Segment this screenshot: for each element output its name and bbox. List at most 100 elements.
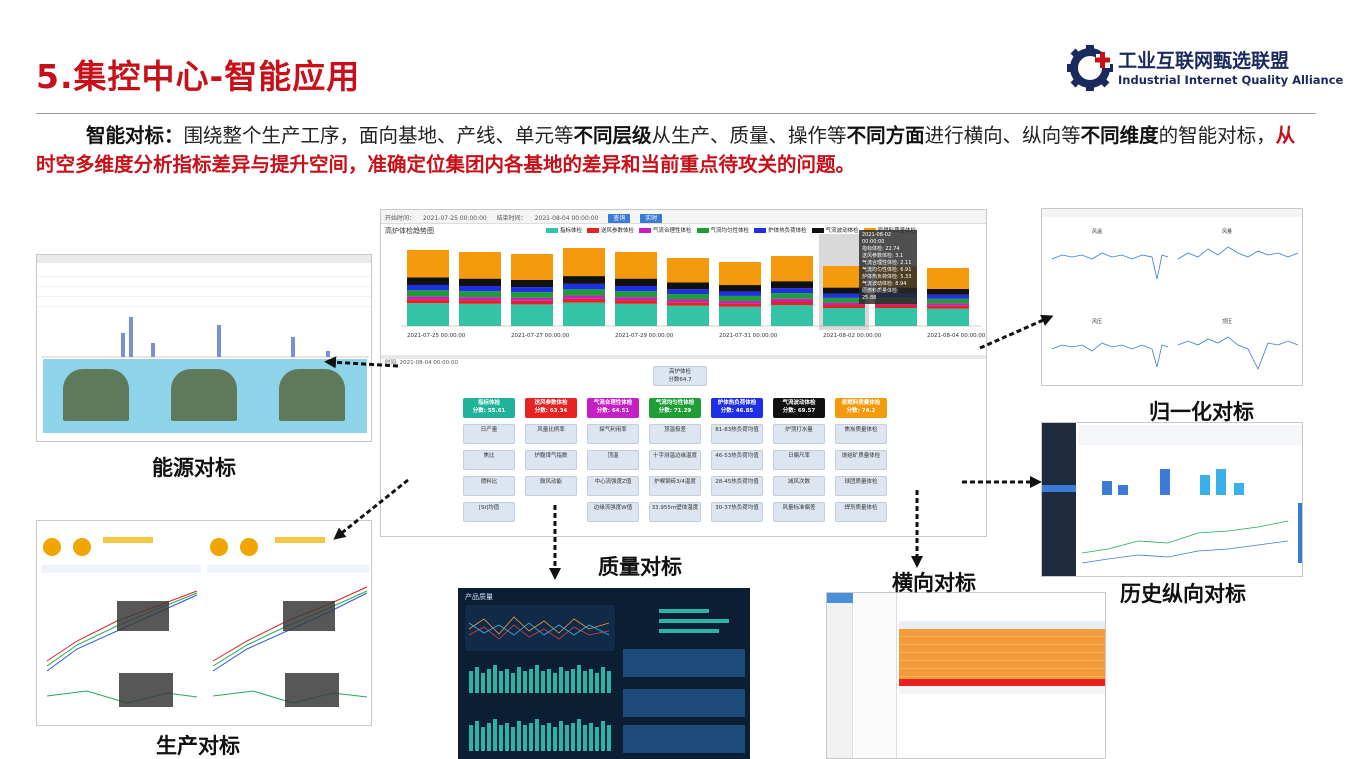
check-node[interactable]: 风量标准偏差 [773,502,825,522]
check-node[interactable]: 探气利用率 [587,424,639,444]
check-node[interactable]: 30-37热负荷均值 [711,502,763,522]
check-node[interactable]: 33.955m壁体温度 [649,502,701,522]
legend-item[interactable]: 送风参数体检 [587,228,634,234]
caption-horizontal: 横向对标 [892,571,976,595]
check-head-4[interactable]: 炉体热负荷体检分数: 46.85 [711,398,763,418]
check-node[interactable]: 鼓风动能 [525,476,577,496]
stacked-bar-segment [823,287,865,294]
stacked-bar-segment [459,291,501,298]
normalize-line-charts: 风温 风量 风压 顶压 [1051,228,1299,370]
end-time-input[interactable]: 2021-08-04 00:00:00 [534,215,599,222]
stacked-bar-segment [823,266,865,288]
stacked-bar-segment [459,297,501,301]
check-node[interactable]: 焦比 [463,450,515,470]
check-head-1[interactable]: 送风参数体检分数: 63.34 [525,398,577,418]
table-row-red [899,679,1105,686]
check-node[interactable]: 顶温极差 [649,424,701,444]
x-tick-label: 2021-07-27 00:00:00 [511,333,570,339]
tooltip-item: 炉体热负荷体检: 5.33 [862,274,912,280]
history-benchmark-screenshot [1041,422,1303,577]
stacked-bar-segment [771,281,813,289]
filter-bar: 开始时间：2021-07-25 00:00:00 结束时间：2021-08-04… [381,210,986,224]
check-node[interactable]: 炉腹煤气指数 [525,450,577,470]
check-node[interactable]: 风量比例率 [525,424,577,444]
root-node[interactable]: 高炉体检分数64.7 [653,366,707,386]
x-tick-label: 2021-07-25 00:00:00 [407,333,466,339]
caption-normalize: 归一化对标 [1149,400,1254,424]
stacked-bar-segment [719,285,761,292]
check-node[interactable]: 81-83热负荷均值 [711,424,763,444]
start-time-input[interactable]: 2021-07-25 00:00:00 [423,215,487,222]
stacked-bar-segment [719,295,761,302]
furnace-2-icon [171,369,237,421]
production-chart [41,537,369,707]
stacked-bar-segment [927,288,969,295]
check-node[interactable]: 焦炭质量体检 [835,424,887,444]
stacked-bar-segment [823,302,865,305]
stacked-bar-segment [771,256,813,282]
stacked-bar-segment [615,291,657,298]
check-node[interactable]: 燃料比 [463,476,515,496]
stacked-bar-segment [719,306,761,326]
check-node[interactable]: 顶温 [587,450,639,470]
stacked-bar-segment [875,305,917,308]
check-node[interactable]: 中心流强度Z值 [587,476,639,496]
stacked-bar-segment [511,292,553,298]
check-node[interactable]: 炉顶打水量 [773,424,825,444]
check-head-6[interactable]: 原燃料质量体检分数: 74.2 [835,398,887,418]
table-rows-orange [899,629,1105,679]
quality-title: 产品质量 [465,593,493,601]
check-head-0[interactable]: 指标体检分数: 55.61 [463,398,515,418]
query-button[interactable]: 查询 [608,214,631,223]
check-node[interactable]: 日产量 [463,424,515,444]
check-head-2[interactable]: 气流合理性体检分数: 64.51 [587,398,639,418]
check-head-5[interactable]: 气流波动体检分数: 69.57 [773,398,825,418]
stacked-bar-segment [511,300,553,305]
check-node[interactable]: 减风次数 [773,476,825,496]
legend-item[interactable]: 指标体检 [546,228,582,234]
check-node[interactable]: 46-53热负荷均值 [711,450,763,470]
stacked-bar-segment [563,302,605,326]
stacked-bar-segment [615,252,657,279]
stacked-bar-segment [823,293,865,298]
svg-text:顶压: 顶压 [1222,319,1232,325]
check-node[interactable]: 烧结矿质量体检 [835,450,887,470]
stacked-bar-segment [667,258,709,283]
stacked-bar-segment [407,284,449,291]
normalize-toolbar [1042,209,1302,217]
history-charts [1078,425,1302,564]
stacked-bar-segment [459,286,501,292]
check-node[interactable]: [Si]均值 [463,502,515,522]
check-node[interactable]: 焊剂质量体检 [835,502,887,522]
legend-item[interactable]: 炉体热负荷体检 [754,228,807,234]
furnace-1-icon [63,369,129,421]
check-node[interactable]: 球团质量体检 [835,476,887,496]
stacked-bar-segment [563,283,605,290]
dark-sidebar [1042,423,1076,576]
legend-item[interactable]: 气流合理性体检 [639,228,692,234]
check-node[interactable]: 28-45热负荷均值 [711,476,763,496]
tooltip-time: 2021-08-02 00:00:00 [862,232,892,245]
stacked-bar-segment [563,276,605,284]
logo-name-cn: 工业互联网甄选联盟 [1118,50,1290,72]
stacked-bar-segment [615,278,657,287]
tree-panel [855,593,897,758]
check-node[interactable]: 日偏尺率 [773,450,825,470]
check-node[interactable]: 边缘流强度W值 [587,502,639,522]
check-node[interactable]: 十字测温边缘温度 [649,450,701,470]
check-head-3[interactable]: 气流均匀性体检分数: 71.29 [649,398,701,418]
stacked-bar-segment [459,300,501,304]
check-node[interactable]: 炉喉钢砖3/4温度 [649,476,701,496]
svg-text:风温: 风温 [1092,228,1102,235]
stacked-bar-segment [927,294,969,299]
energy-bars-chart [41,317,369,358]
arrow-to-energy [324,356,399,369]
splitter[interactable] [381,355,986,359]
quality-screenshot: 产品质量 [458,588,750,759]
legend-item[interactable]: 气流均匀性体检 [696,228,749,234]
legend-item[interactable]: 气流波动体检 [811,228,859,234]
realtime-button[interactable]: 实时 [640,214,663,223]
stacked-bar-segment [927,308,969,326]
